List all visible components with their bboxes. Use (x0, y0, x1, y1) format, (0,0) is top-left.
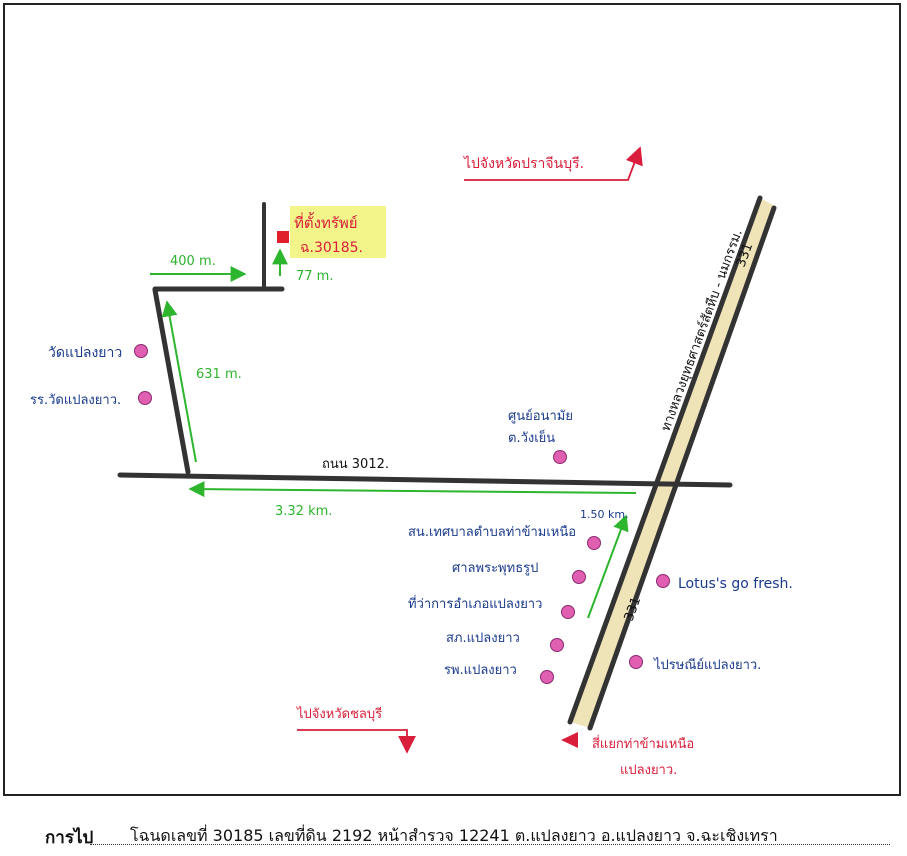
caption: การไป โฉนดเลขที่ 30185 เลขที่ดิน 2192 หน… (45, 820, 895, 850)
arrow-to-prachinburi (464, 146, 643, 181)
landmark-label-hospital: รพ.แปลงยาว (444, 663, 517, 678)
intersection-marker (561, 732, 578, 748)
chonburi-label: ไปจังหวัดชลบุรี (296, 706, 382, 722)
landmark-dot-wat (134, 344, 148, 358)
subject-marker-icon (277, 231, 289, 243)
map-canvas: ที่ตั้งทรัพย์ ฉ.30185. 400 m. 77 m. 631 … (30, 146, 793, 778)
distance-77: 77 m. (296, 269, 333, 284)
landmark-label-wat-school: รร.วัดแปลงยาว. (30, 393, 121, 408)
distance-332: 3.32 km. (275, 504, 332, 519)
landmark-label-health-center-1: ศูนย์อนามัย (508, 408, 573, 424)
side-road-vertical (152, 287, 191, 475)
caption-dotted-line (90, 844, 890, 845)
landmark-dot-post-office (629, 655, 643, 669)
landmark-dot-temple (572, 570, 586, 584)
distance-400: 400 m. (170, 254, 216, 269)
subject-label-2: ฉ.30185. (300, 240, 363, 256)
subject-highlight (290, 206, 386, 234)
distance-631: 631 m. (196, 367, 242, 382)
caption-text: โฉนดเลขที่ 30185 เลขที่ดิน 2192 หน้าสำรว… (130, 826, 778, 845)
route-arrow-332 (188, 481, 637, 498)
prachinburi-label: ไปจังหวัดปราจีนบุรี. (463, 155, 584, 172)
landmark-label-district-office: ที่ว่าการอำเภอแปลงยาว (408, 595, 542, 612)
landmark-dot-health-center (553, 450, 567, 464)
landmark-label-temple: ศาลพระพุทธรูป (452, 561, 538, 576)
landmark-label-municipality: สน.เทศบาลตำบลท่าข้ามเหนือ (408, 524, 576, 540)
landmark-dot-wat-school (138, 391, 152, 405)
landmark-label-lotus: Lotus's go fresh. (678, 576, 793, 592)
landmark-dot-lotus (656, 574, 670, 588)
landmark-label-post-office: ไปรษณีย์แปลงยาว. (653, 657, 761, 673)
arrow-to-chonburi (297, 729, 416, 754)
landmark-label-health-center-2: ต.วังเย็น (508, 428, 555, 446)
landmark-dot-hospital (540, 670, 554, 684)
landmark-dot-municipality (587, 536, 601, 550)
road-3012 (117, 472, 733, 488)
subject-label-1: ที่ตั้งทรัพย์ (294, 212, 358, 232)
subject-highlight-2 (290, 234, 386, 258)
landmark-label-police: สภ.แปลงยาว (446, 631, 520, 646)
distance-150: 1.50 km. (580, 508, 629, 521)
road-3012-label: ถนน 3012. (322, 457, 389, 472)
landmark-dot-district-office (561, 605, 575, 619)
intersection-label-2: แปลงยาว. (620, 763, 677, 778)
highway-331 (567, 195, 777, 731)
route-arrow-150 (587, 514, 629, 619)
landmark-dot-police (550, 638, 564, 652)
caption-label: การไป (45, 828, 94, 848)
route-arrow-631 (161, 300, 197, 463)
map-frame (3, 3, 901, 796)
intersection-label-1: สี่แยกท่าข้ามเหนือ (592, 735, 694, 752)
landmark-label-wat: วัดแปลงยาว (48, 345, 122, 361)
